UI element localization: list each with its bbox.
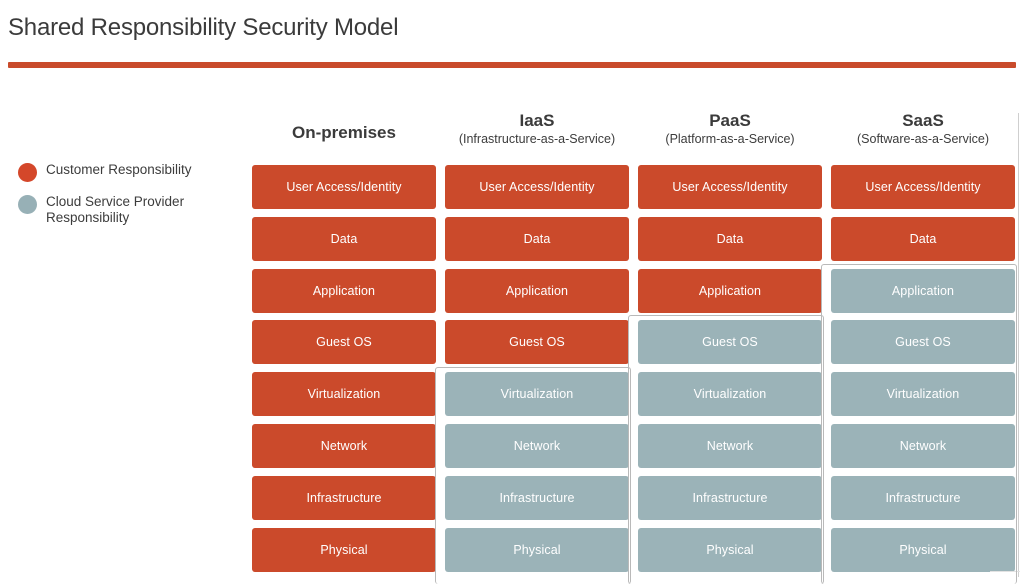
matrix-cell[interactable]: Application [445,268,629,313]
matrix-cell[interactable]: Physical [638,527,822,572]
matrix-cell[interactable]: Network [638,423,822,468]
column-header: On-premises [252,110,436,143]
column-header: IaaS (Infrastructure-as-a-Service) [445,110,629,147]
matrix-cell[interactable]: Infrastructure [831,475,1015,520]
matrix-cell[interactable]: User Access/Identity [638,165,822,209]
matrix-cell[interactable]: User Access/Identity [831,165,1015,209]
legend-item-provider: Cloud Service Provider Responsibility [18,194,243,226]
matrix-cell[interactable]: Guest OS [638,320,822,365]
matrix-cell[interactable]: Infrastructure [445,475,629,520]
title-underline-rule [8,62,1016,68]
matrix-cell[interactable]: Application [638,268,822,313]
column-header-abbr: SaaS [902,111,944,130]
matrix-cell[interactable]: Data [252,216,436,261]
column-header: PaaS (Platform-as-a-Service) [638,110,822,147]
column-header: SaaS (Software-as-a-Service) [831,110,1015,147]
matrix-cell[interactable]: Virtualization [638,372,822,417]
column-header-abbr: IaaS [519,111,555,130]
matrix-cell[interactable]: Infrastructure [252,475,436,520]
matrix-cell[interactable]: User Access/Identity [252,165,436,209]
legend-swatch-provider-icon [18,195,37,214]
matrix-cell[interactable]: Physical [252,527,436,572]
column-header-full: (Platform-as-a-Service) [665,132,795,146]
legend-swatch-customer-icon [18,163,37,182]
matrix-cell[interactable]: Network [252,423,436,468]
legend-item-customer: Customer Responsibility [18,162,243,182]
matrix-cell[interactable]: Application [831,268,1015,313]
matrix-cell[interactable]: Data [831,216,1015,261]
legend-item-label: Customer Responsibility [46,162,192,177]
matrix-cell[interactable]: User Access/Identity [445,165,629,209]
matrix-cell[interactable]: Data [638,216,822,261]
matrix-cell[interactable]: Virtualization [252,372,436,417]
matrix-cell[interactable]: Guest OS [252,320,436,365]
matrix-cell[interactable]: Guest OS [831,320,1015,365]
column-header-abbr: On-premises [292,123,396,142]
legend-item-label: Cloud Service Provider Responsibility [46,194,185,225]
page-title: Shared Responsibility Security Model [8,14,399,41]
column-header-abbr: PaaS [709,111,751,130]
matrix-cell[interactable]: Network [445,423,629,468]
matrix-cell[interactable]: Virtualization [445,372,629,417]
matrix-cell[interactable]: Physical [445,527,629,572]
matrix-cell[interactable]: Network [831,423,1015,468]
matrix-cell[interactable]: Application [252,268,436,313]
column-header-full: (Software-as-a-Service) [857,132,989,146]
matrix-cell[interactable]: Physical [831,527,1015,572]
matrix-cell[interactable]: Infrastructure [638,475,822,520]
bottom-edge-hint [990,571,1020,572]
matrix-cell[interactable]: Virtualization [831,372,1015,417]
matrix-cell[interactable]: Data [445,216,629,261]
matrix-cell[interactable]: Guest OS [445,320,629,365]
slide-edge-line [1018,113,1019,577]
column-header-full: (Infrastructure-as-a-Service) [458,132,616,146]
